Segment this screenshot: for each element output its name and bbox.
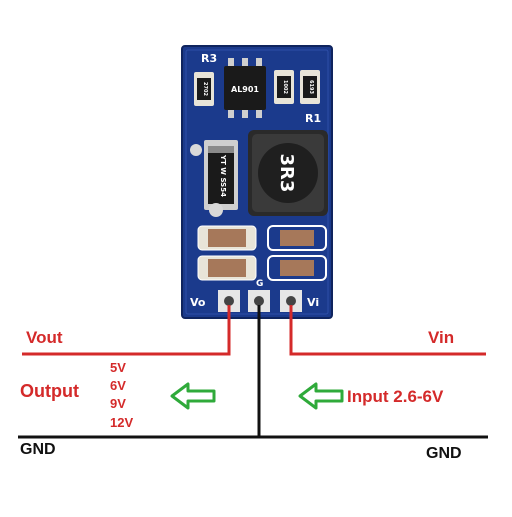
voltage-5v: 5V [110, 360, 126, 375]
diode: YT W SS54 [204, 140, 238, 210]
resistor-center: 1002 [274, 70, 294, 104]
silk-r1: R1 [305, 112, 321, 125]
pad-g [248, 290, 270, 312]
gnd-right-label: GND [426, 445, 462, 462]
voltage-6v: 6V [110, 378, 126, 393]
capacitor-top-left [197, 225, 257, 251]
mounting-hole [209, 203, 223, 217]
resistor-marking: 2702 [202, 82, 208, 96]
inductor-marking: 3R3 [276, 154, 297, 193]
silk-vi: Vi [307, 296, 319, 309]
output-label: Output [20, 381, 79, 401]
wire-vout [22, 305, 231, 356]
gnd-left-label: GND [20, 441, 56, 458]
voltage-12v: 12V [110, 415, 134, 430]
capacitor-bottom-right [267, 255, 327, 281]
arrow-left-icon [298, 382, 344, 410]
silk-r3: R3 [201, 52, 217, 65]
mounting-hole [190, 144, 202, 156]
vin-label: Vin [428, 328, 455, 347]
pad-vo [218, 290, 240, 312]
resistor-marking: 6193 [308, 80, 314, 94]
voltage-9v: 9V [110, 396, 126, 411]
resistor-r1: 6193 [300, 70, 320, 104]
silk-vo: Vo [190, 296, 206, 309]
resistor-r3: 2702 [194, 72, 214, 106]
capacitor-top-right [267, 225, 327, 251]
silk-g: G [256, 279, 263, 289]
input-label: Input 2.6-6V [347, 387, 444, 406]
arrow-left-icon [170, 382, 216, 410]
capacitor-bottom-left [197, 255, 257, 281]
vout-label: Vout [26, 328, 63, 347]
chip-marking: AL901 [231, 85, 259, 94]
diode-marking: YT W SS54 [219, 154, 227, 197]
ic-chip: AL901 [224, 58, 266, 118]
pad-vi [280, 290, 302, 312]
resistor-marking: 1002 [282, 80, 288, 94]
inductor: 3R3 [248, 130, 328, 216]
wire-vin [289, 305, 486, 356]
